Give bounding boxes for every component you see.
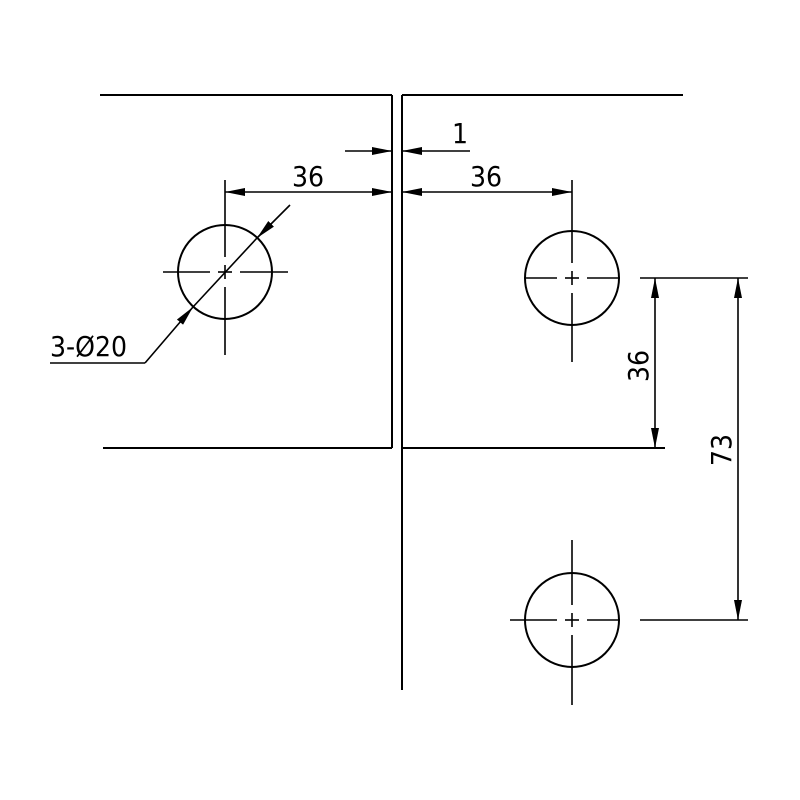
dimension-hole-to-edge: 36 (622, 278, 659, 448)
hole-left (163, 180, 288, 355)
hole-diameter-label: 3-Ø20 (50, 330, 127, 363)
dimension-gap-label: 1 (452, 117, 468, 150)
hole-diameter-callout: 3-Ø20 (50, 204, 291, 364)
dimension-right-offset-label: 36 (470, 160, 502, 193)
hole-right-top (524, 180, 620, 362)
right-plate-outline (401, 94, 683, 690)
dimension-left-offset-label: 36 (292, 160, 324, 193)
hole-right-bottom (510, 540, 620, 705)
dimension-hole-spacing: 73 (705, 278, 742, 620)
dimension-right-offset: 36 (402, 160, 572, 196)
dimension-left-offset: 36 (225, 160, 392, 196)
dimension-hole-spacing-label: 73 (705, 434, 738, 466)
dimension-hole-to-edge-label: 36 (622, 350, 655, 382)
left-plate-outline (100, 94, 393, 449)
dimension-gap: 1 (345, 117, 470, 155)
